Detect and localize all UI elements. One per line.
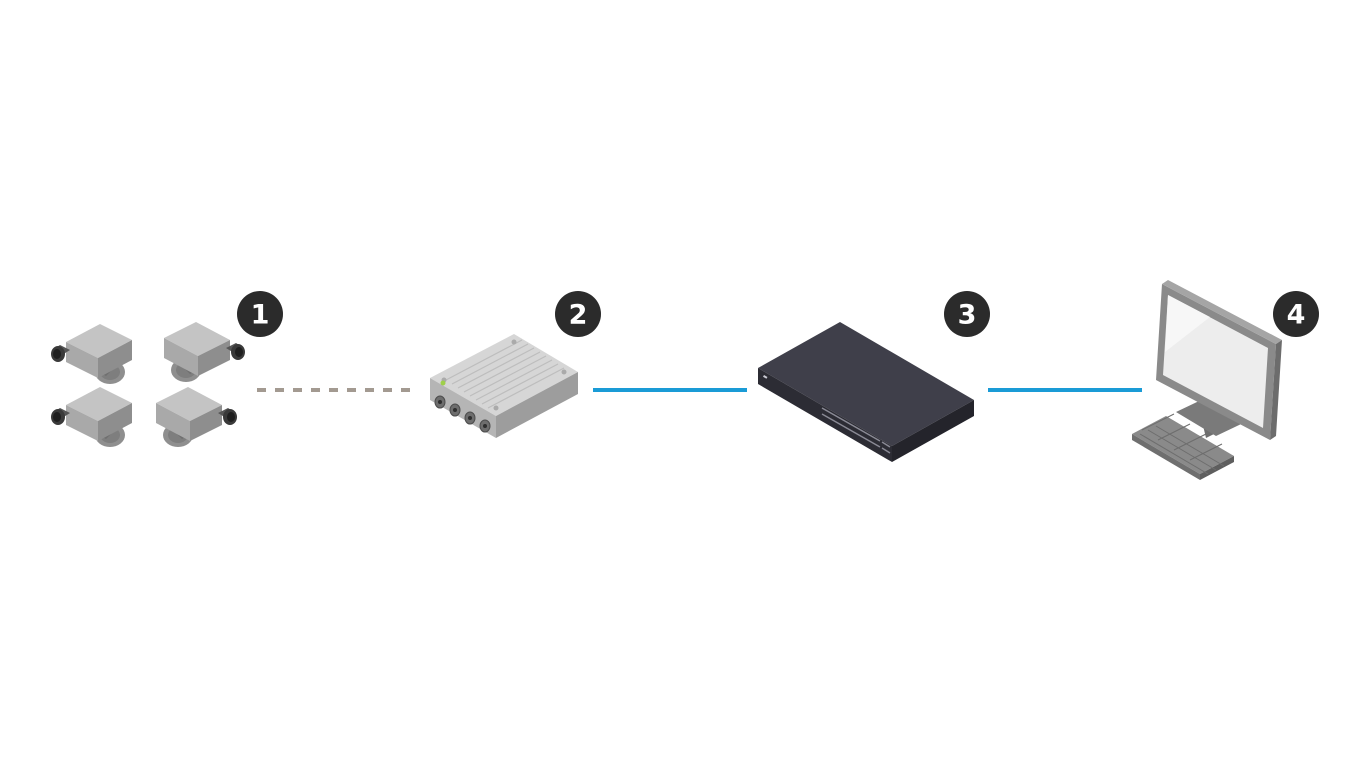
analog-camera-icon xyxy=(156,387,237,447)
analog-camera-icon xyxy=(51,324,132,384)
step-badge-label: 2 xyxy=(569,300,588,331)
video-encoder-icon xyxy=(430,334,578,438)
analog-camera-icon xyxy=(51,387,132,447)
step-badge-label: 1 xyxy=(251,300,270,331)
keyboard-icon xyxy=(1132,413,1234,480)
step-badge-1: 1 xyxy=(237,291,283,337)
step-badge-label: 4 xyxy=(1287,300,1306,331)
network-switch-icon xyxy=(758,322,974,462)
analog-cameras-group xyxy=(51,322,245,447)
computer-monitor-icon xyxy=(1156,280,1282,440)
step-badge-label: 3 xyxy=(958,300,977,331)
step-badge-3: 3 xyxy=(944,291,990,337)
analog-camera-icon xyxy=(164,322,245,382)
step-badge-2: 2 xyxy=(555,291,601,337)
step-badge-4: 4 xyxy=(1273,291,1319,337)
